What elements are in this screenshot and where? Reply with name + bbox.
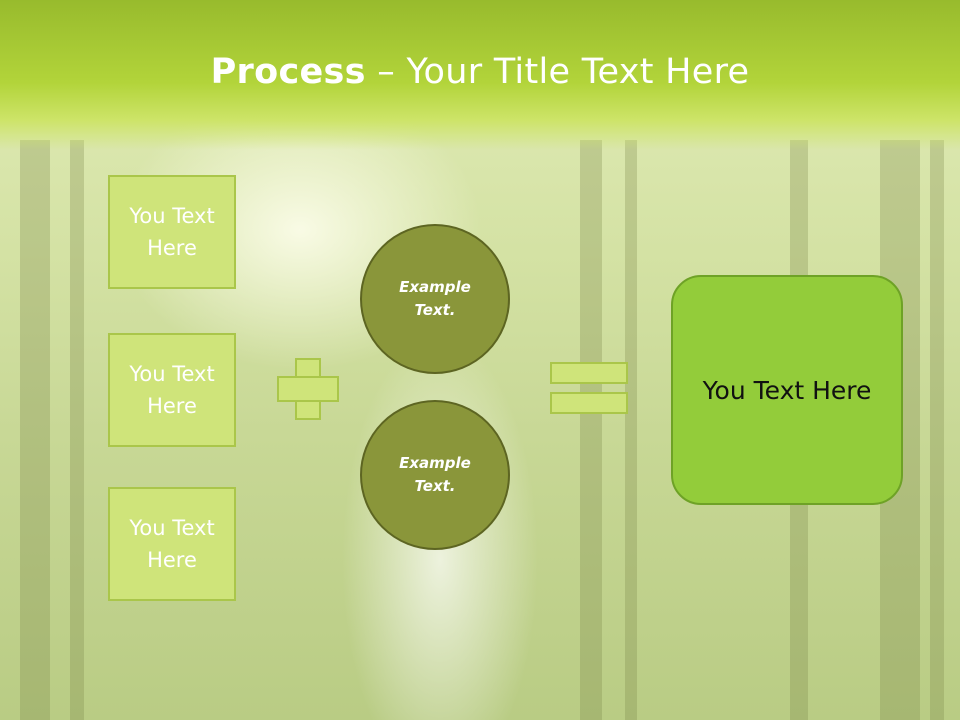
circle-label: Example Text. xyxy=(399,278,471,319)
circle-label: Example Text. xyxy=(399,454,471,495)
result-label: You Text Here xyxy=(702,375,872,405)
title-banner xyxy=(0,0,960,150)
title-rest: – Your Title Text Here xyxy=(365,52,750,92)
text-box-3[interactable]: You Text Here xyxy=(108,487,236,601)
title-bold: Process xyxy=(210,52,366,92)
text-box-label: You Text Here xyxy=(129,362,215,418)
result-box[interactable]: You Text Here xyxy=(671,275,903,505)
text-box-label: You Text Here xyxy=(129,204,215,260)
example-circle-2[interactable]: Example Text. xyxy=(360,400,510,550)
text-box-label: You Text Here xyxy=(129,516,215,572)
slide-title: Process – Your Title Text Here xyxy=(0,52,960,92)
example-circle-1[interactable]: Example Text. xyxy=(360,224,510,374)
text-box-2[interactable]: You Text Here xyxy=(108,333,236,447)
text-box-1[interactable]: You Text Here xyxy=(108,175,236,289)
